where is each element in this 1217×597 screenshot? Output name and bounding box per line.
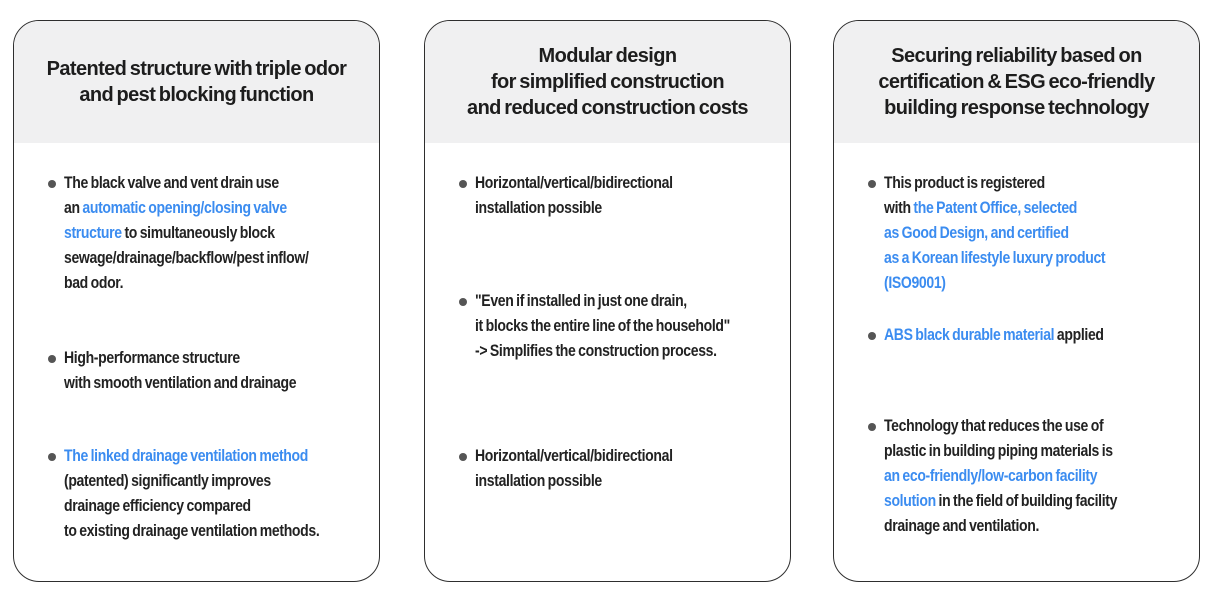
bullet-icon (868, 423, 876, 431)
bullet-icon (868, 180, 876, 188)
bullet-icon (868, 332, 876, 340)
bullet-item: ABS black durable material applied (834, 323, 1199, 348)
plain-text: (patented) significantly improves draina… (64, 472, 320, 540)
plain-text: applied (1054, 326, 1104, 344)
bullet-text: "Even if installed in just one drain, it… (475, 289, 743, 364)
plain-text: Horizontal/vertical/bidirectional instal… (475, 174, 673, 217)
card-header: Securing reliability based on certificat… (834, 21, 1199, 143)
bullet-item: Horizontal/vertical/bidirectional instal… (425, 444, 790, 494)
bullet-list: This product is registered with the Pate… (834, 143, 1199, 539)
highlighted-text: an eco-friendly/low-carbon facility solu… (884, 467, 1098, 510)
bullet-text: Horizontal/vertical/bidirectional instal… (475, 444, 743, 494)
highlighted-text: automatic opening/closing valve structur… (64, 199, 287, 242)
bullet-list: Horizontal/vertical/bidirectional instal… (425, 143, 790, 494)
bullet-item: This product is registered with the Pate… (834, 171, 1199, 296)
highlighted-text: the Patent Office, selected as Good Desi… (884, 199, 1106, 292)
highlighted-text: ABS black durable material (884, 326, 1055, 344)
plain-text: This product is registered with (884, 174, 1045, 217)
plain-text: "Even if installed in just one drain, it… (475, 292, 730, 360)
bullet-text: The black valve and vent drain use an au… (64, 171, 332, 296)
bullet-icon (48, 180, 56, 188)
bullet-text: High-performance structure with smooth v… (64, 346, 332, 396)
plain-text: Technology that reduces the use of plast… (884, 417, 1113, 460)
highlighted-text: The linked drainage ventilation method (64, 447, 308, 465)
bullet-icon (459, 180, 467, 188)
bullet-item: Technology that reduces the use of plast… (834, 414, 1199, 539)
card-header: Modular design for simplified constructi… (425, 21, 790, 143)
bullet-item: Horizontal/vertical/bidirectional instal… (425, 171, 790, 221)
bullet-item: The black valve and vent drain use an au… (14, 171, 379, 296)
bullet-icon (459, 298, 467, 306)
card-securing-reliability: Securing reliability based on certificat… (833, 20, 1200, 582)
card-patented-structure: Patented structure with triple odor and … (13, 20, 380, 582)
bullet-text: Horizontal/vertical/bidirectional instal… (475, 171, 743, 221)
card-header: Patented structure with triple odor and … (14, 21, 379, 143)
bullet-item: The linked drainage ventilation method (… (14, 444, 379, 544)
bullet-item: "Even if installed in just one drain, it… (425, 289, 790, 364)
plain-text: to simultaneously block sewage/drainage/… (64, 224, 309, 292)
bullet-text: This product is registered with the Pate… (884, 171, 1152, 296)
bullet-text: ABS black durable material applied (884, 323, 1152, 348)
card-modular-design: Modular design for simplified constructi… (424, 20, 791, 582)
plain-text: in the field of building facility draina… (884, 492, 1118, 535)
bullet-text: Technology that reduces the use of plast… (884, 414, 1152, 539)
bullet-icon (48, 453, 56, 461)
plain-text: Horizontal/vertical/bidirectional instal… (475, 447, 673, 490)
plain-text: The black valve and vent drain use an (64, 174, 279, 217)
bullet-text: The linked drainage ventilation method (… (64, 444, 332, 544)
bullet-list: The black valve and vent drain use an au… (14, 143, 379, 544)
bullet-item: High-performance structure with smooth v… (14, 346, 379, 396)
bullet-icon (48, 355, 56, 363)
plain-text: High-performance structure with smooth v… (64, 349, 297, 392)
bullet-icon (459, 453, 467, 461)
